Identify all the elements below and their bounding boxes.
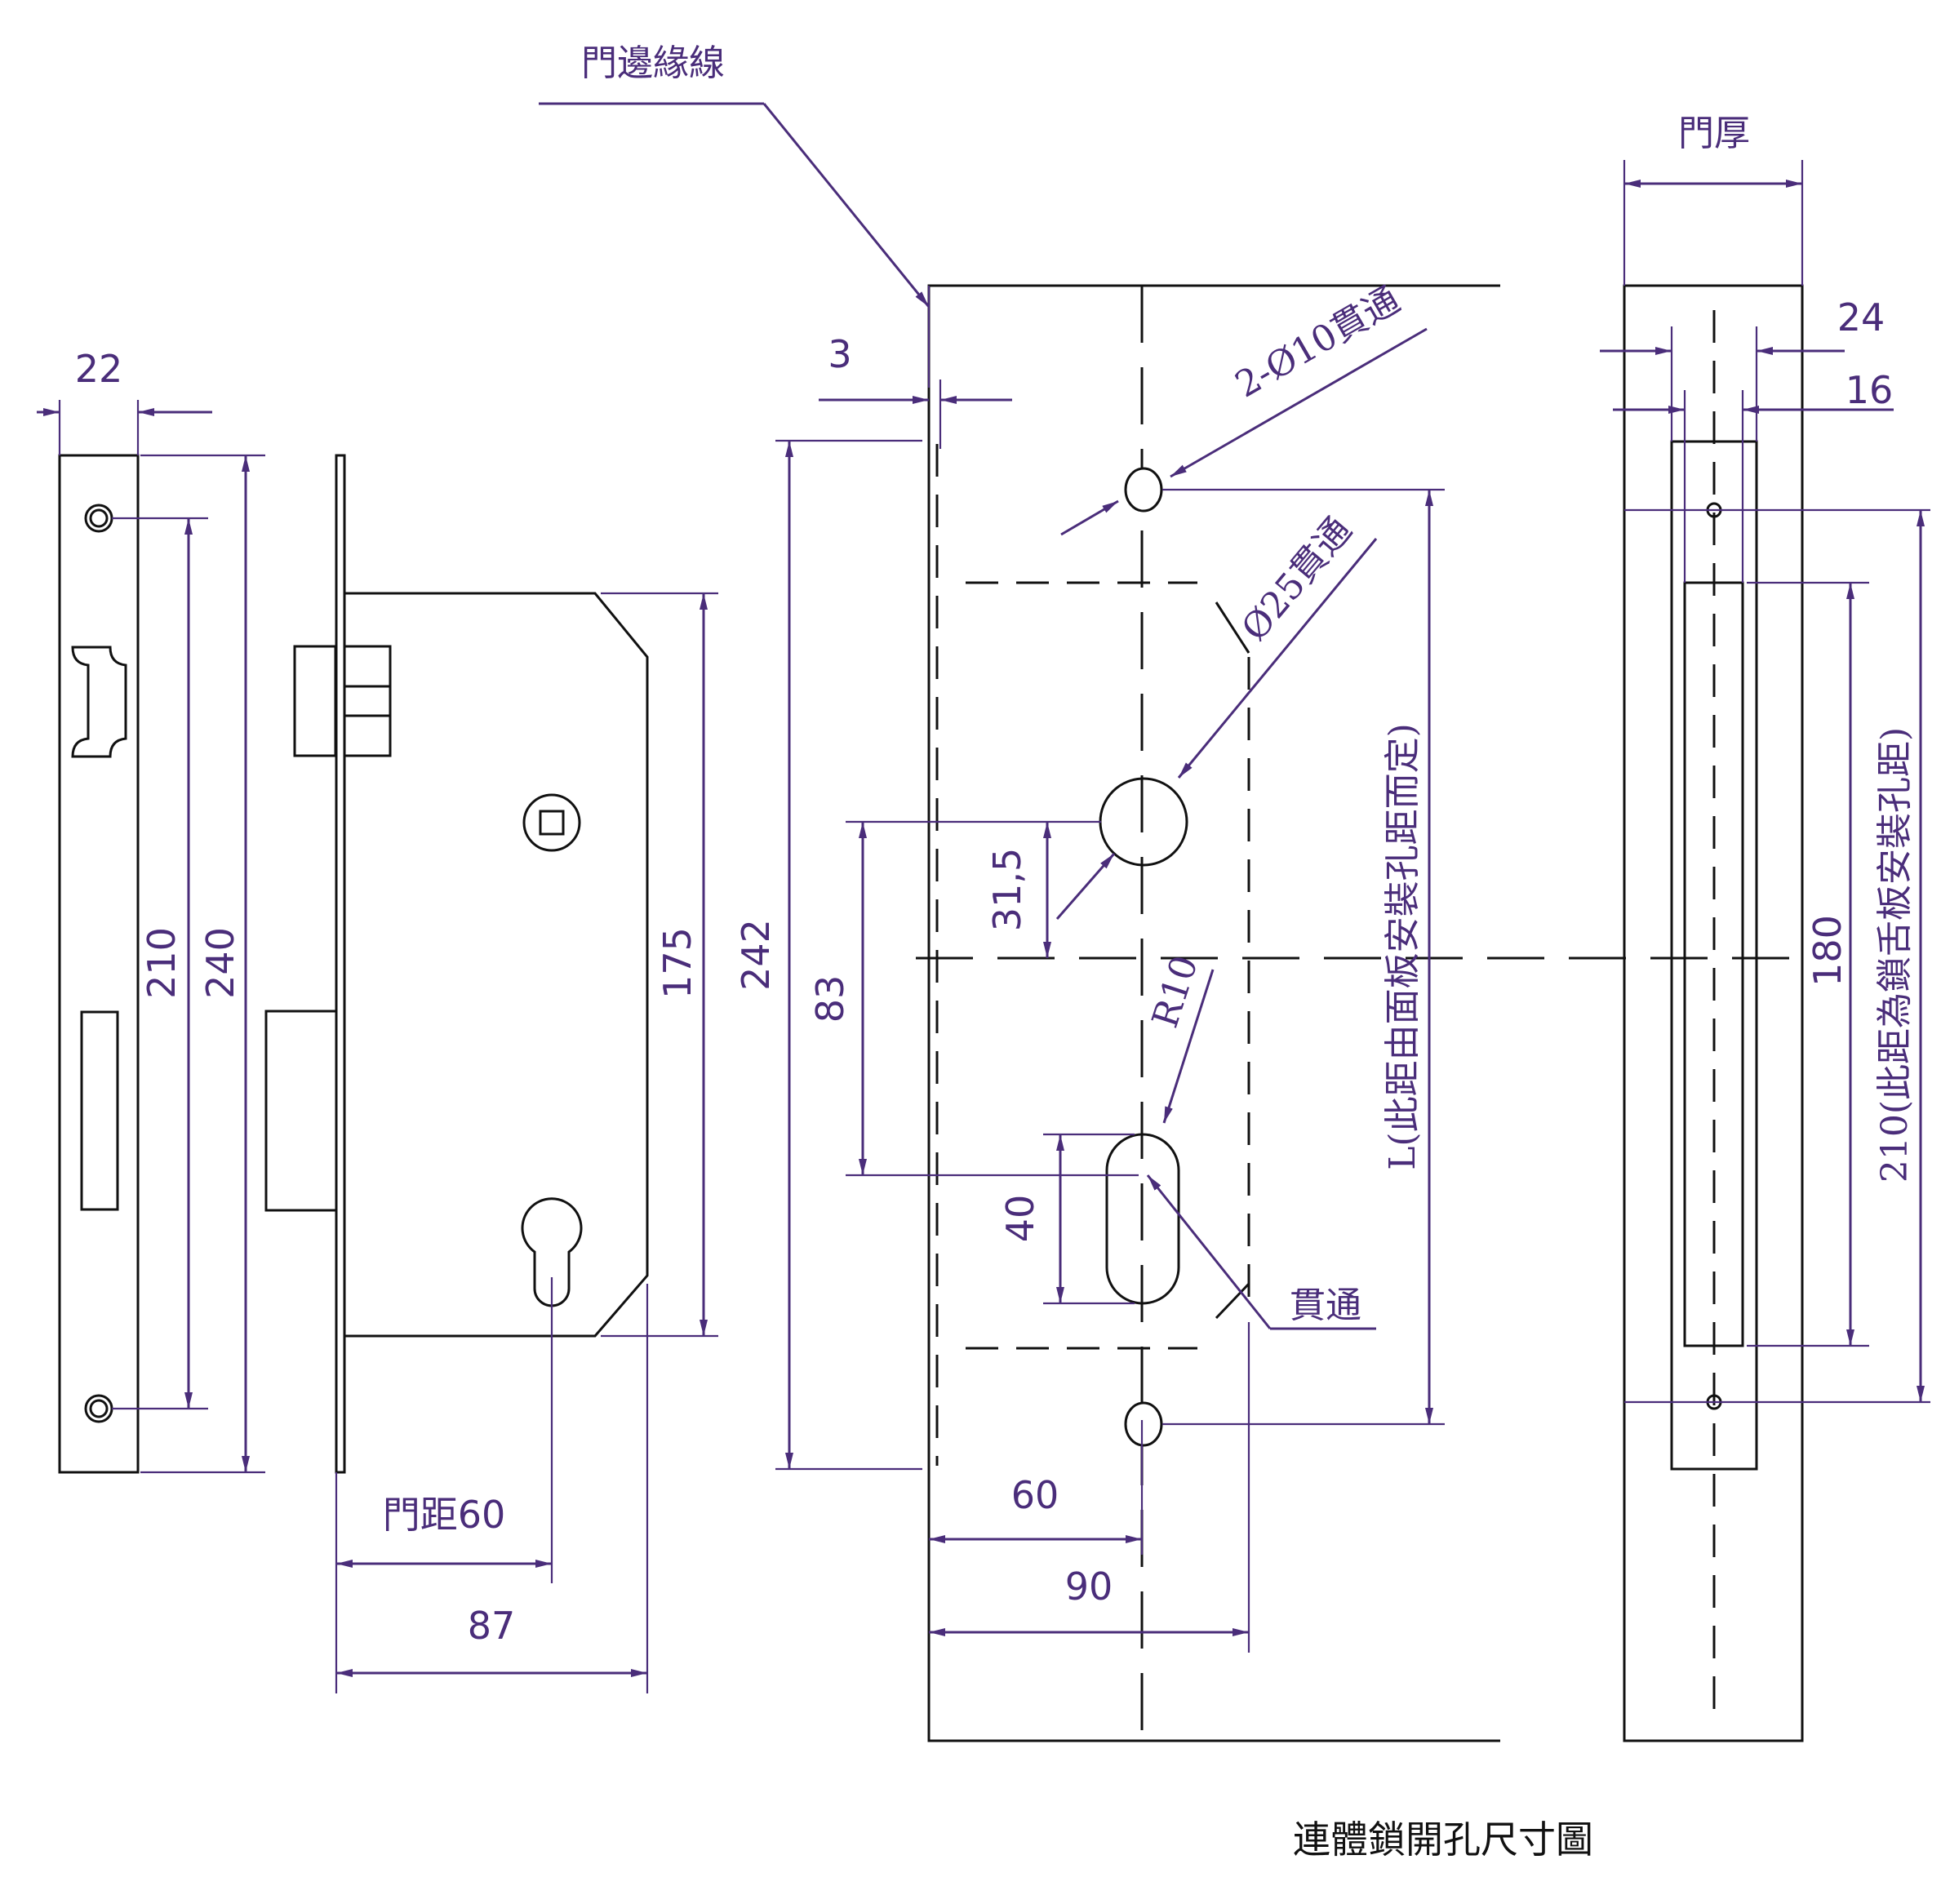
door-edge-view: 門厚 24 16 180 210(此距為鎖舌板安裝孔距) [1600, 113, 1930, 1742]
through-label: 貫通 [1290, 1285, 1361, 1326]
spindle-hole-25 [1099, 777, 1188, 867]
dim-180: 180 [1806, 915, 1850, 987]
dim-83: 83 [808, 975, 852, 1023]
lock-case [344, 592, 649, 1338]
dim-40: 40 [998, 1195, 1042, 1243]
door-cutout-view: 門邊緣線 3 242 83 31,5 40 2-Ø10貫通 [539, 42, 1796, 1742]
faceplate-recess [1670, 440, 1758, 1471]
door-outline [927, 284, 1500, 1742]
latch-bolt [293, 645, 337, 757]
dim-31-5: 31,5 [985, 848, 1029, 931]
deadbolt-opening [80, 1010, 119, 1211]
screw-hole-bottom [1124, 1401, 1163, 1447]
dim-242: 242 [734, 919, 778, 991]
backset-label: 門距60 [383, 1493, 506, 1537]
door-edge-label: 門邊緣線 [581, 42, 725, 84]
door-thickness-label: 門厚 [1678, 113, 1750, 154]
dim-87: 87 [468, 1604, 516, 1648]
note-210-label: 210(此距為鎖舌板安裝孔距) [1874, 727, 1916, 1183]
dim-175: 175 [655, 927, 700, 999]
faceplate-outline [58, 454, 140, 1474]
door-edge-outline [1623, 284, 1804, 1742]
dim-24: 24 [1837, 295, 1885, 340]
dim-22: 22 [75, 347, 123, 391]
dim-210: 210 [140, 927, 184, 999]
hole-25-label: Ø25貫通 [1233, 509, 1360, 649]
drawing-title: 連體鎖開孔尺寸圖 [1293, 1817, 1593, 1862]
faceplate-view: 22 210 240 [37, 347, 265, 1474]
latch-opening [71, 646, 127, 758]
l-note-label: L(此距由面板安裝孔距而定) [1382, 723, 1424, 1170]
spindle-hub [522, 793, 581, 852]
dim-240: 240 [198, 927, 242, 999]
hole-10-label: 2-Ø10貫通 [1228, 279, 1407, 406]
forend-plate [335, 454, 346, 1474]
lock-body-view: 175 門距60 87 [264, 454, 718, 1693]
cylinder-slot [1105, 1133, 1180, 1305]
dim-90: 90 [1065, 1564, 1113, 1609]
body-mortise [1683, 581, 1744, 1347]
deadbolt [264, 1010, 338, 1212]
screw-hole-top [1124, 467, 1163, 513]
dim-16: 16 [1846, 368, 1894, 412]
dim-3: 3 [828, 332, 851, 376]
dim-60: 60 [1011, 1473, 1059, 1517]
